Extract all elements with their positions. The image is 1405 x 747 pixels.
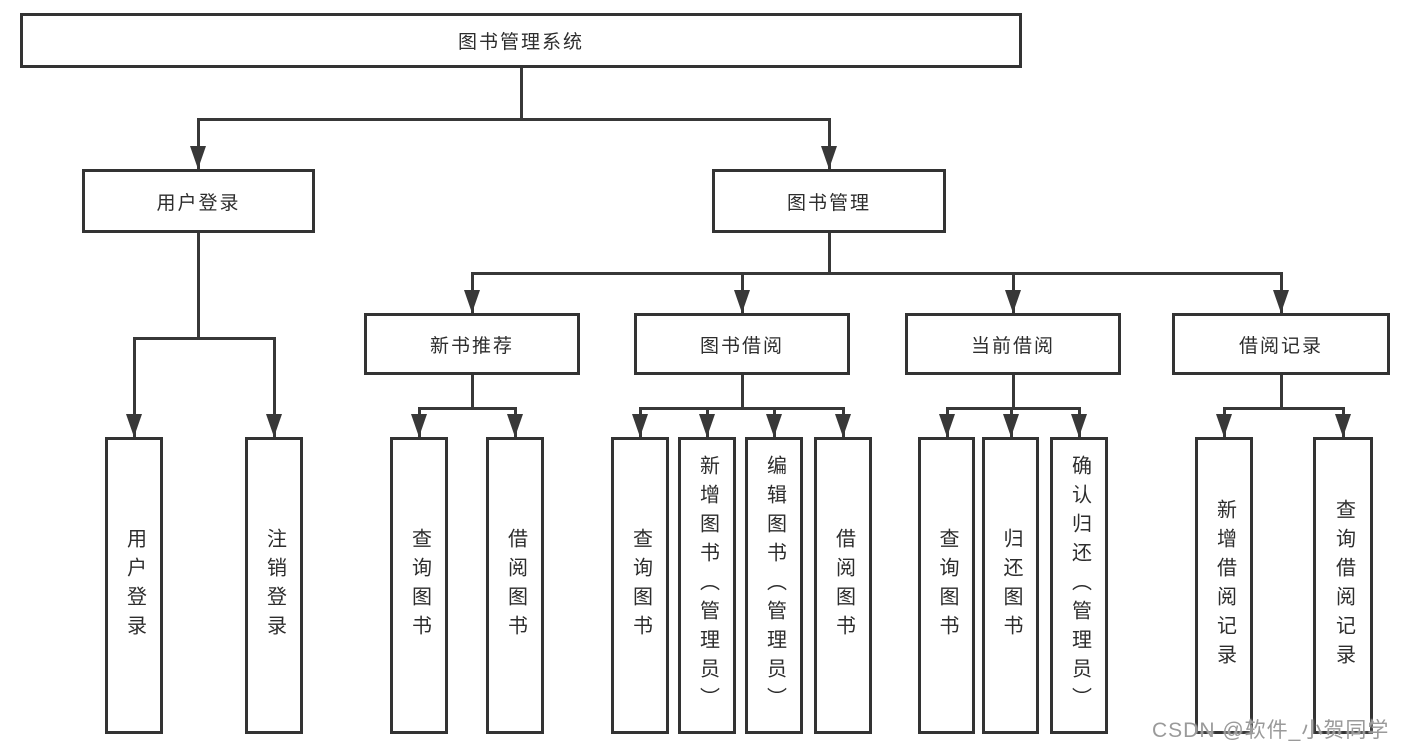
node-root-library-management-system: 图书管理系统 xyxy=(20,13,1022,68)
leaf-user-login: 用户登录 xyxy=(105,437,163,734)
connector-book-mgmt-hline xyxy=(470,272,1283,275)
arrow-to-borrow-records xyxy=(1279,272,1283,313)
connector-book-borrow-vline xyxy=(740,375,744,410)
arrow-to-leaf-edit-books-admin xyxy=(772,407,776,437)
node-new-book-recommend: 新书推荐 xyxy=(364,313,580,375)
leaf-query-books-1: 查询图书 xyxy=(390,437,448,734)
csdn-watermark: CSDN @软件_小贺同学 xyxy=(1152,719,1390,742)
arrow-to-leaf-borrow-books-1 xyxy=(513,407,517,437)
leaf-label: 借阅图书 xyxy=(832,527,855,644)
connector-root-vline xyxy=(519,68,523,121)
connector-current-borrow-vline xyxy=(1011,375,1015,410)
node-book-management: 图书管理 xyxy=(712,169,946,233)
node-label: 图书借阅 xyxy=(699,335,784,357)
leaf-return-books: 归还图书 xyxy=(982,437,1039,734)
leaf-label: 新增借阅记录 xyxy=(1213,498,1236,673)
leaf-add-books-admin: 新增图书（管理员） xyxy=(678,437,736,734)
leaf-query-books-2: 查询图书 xyxy=(611,437,669,734)
arrow-to-leaf-add-borrow-record xyxy=(1222,407,1226,437)
leaf-label: 查询图书 xyxy=(936,527,958,644)
leaf-label: 查询图书 xyxy=(408,527,431,644)
connector-book-mgmt-vline xyxy=(827,233,831,275)
node-label: 当前借阅 xyxy=(970,335,1055,357)
leaf-edit-books-admin: 编辑图书（管理员） xyxy=(745,437,803,734)
arrow-to-leaf-user-login xyxy=(132,337,136,437)
arrow-to-leaf-query-books-2 xyxy=(638,407,642,437)
connector-book-borrow-hline xyxy=(638,407,845,410)
arrow-to-new-book-recommend xyxy=(470,272,474,313)
connector-current-borrow-hline xyxy=(945,407,1081,410)
node-label: 用户登录 xyxy=(156,192,241,214)
leaf-label: 归还图书 xyxy=(1000,527,1022,644)
arrow-to-user-login xyxy=(196,118,200,169)
node-label: 图书管理 xyxy=(786,192,871,214)
leaf-label: 新增图书（管理员） xyxy=(696,455,719,716)
connector-user-login-hline xyxy=(132,337,276,340)
leaf-query-borrow-record: 查询借阅记录 xyxy=(1313,437,1373,734)
leaf-label: 查询借阅记录 xyxy=(1332,498,1355,673)
leaf-add-borrow-record: 新增借阅记录 xyxy=(1195,437,1253,734)
arrow-to-book-borrow xyxy=(740,272,744,313)
connector-user-login-vline xyxy=(196,233,200,340)
node-book-borrow: 图书借阅 xyxy=(634,313,850,375)
leaf-borrow-books-2: 借阅图书 xyxy=(814,437,872,734)
arrow-to-leaf-query-borrow-record xyxy=(1341,407,1345,437)
leaf-logout: 注销登录 xyxy=(245,437,303,734)
node-label: 图书管理系统 xyxy=(457,32,584,53)
node-user-login: 用户登录 xyxy=(82,169,315,233)
arrow-to-leaf-confirm-return-admin xyxy=(1077,407,1081,437)
leaf-borrow-books-1: 借阅图书 xyxy=(486,437,544,734)
leaf-label: 用户登录 xyxy=(123,527,146,644)
arrow-to-leaf-query-books-3 xyxy=(945,407,949,437)
leaf-label: 借阅图书 xyxy=(504,527,527,644)
connector-borrow-records-vline xyxy=(1279,375,1283,410)
leaf-label: 确认归还（管理员） xyxy=(1068,455,1091,716)
arrow-to-current-borrow xyxy=(1011,272,1015,313)
leaf-label: 注销登录 xyxy=(263,527,286,644)
node-borrow-records: 借阅记录 xyxy=(1172,313,1390,375)
arrow-to-leaf-add-books-admin xyxy=(705,407,709,437)
connector-new-book-vline xyxy=(470,375,474,410)
leaf-confirm-return-admin: 确认归还（管理员） xyxy=(1050,437,1108,734)
arrow-to-leaf-query-books-1 xyxy=(417,407,421,437)
leaf-label: 查询图书 xyxy=(629,527,652,644)
arrow-to-book-management xyxy=(827,118,831,169)
node-label: 借阅记录 xyxy=(1238,335,1323,357)
node-label: 新书推荐 xyxy=(429,335,514,357)
arrow-to-leaf-logout xyxy=(272,337,276,437)
connector-borrow-records-hline xyxy=(1222,407,1345,410)
arrow-to-leaf-borrow-books-2 xyxy=(841,407,845,437)
connector-new-book-hline xyxy=(417,407,517,410)
connector-root-hline xyxy=(197,118,831,121)
leaf-query-books-3: 查询图书 xyxy=(918,437,975,734)
arrow-to-leaf-return-books xyxy=(1009,407,1013,437)
node-current-borrow: 当前借阅 xyxy=(905,313,1121,375)
leaf-label: 编辑图书（管理员） xyxy=(763,455,786,716)
